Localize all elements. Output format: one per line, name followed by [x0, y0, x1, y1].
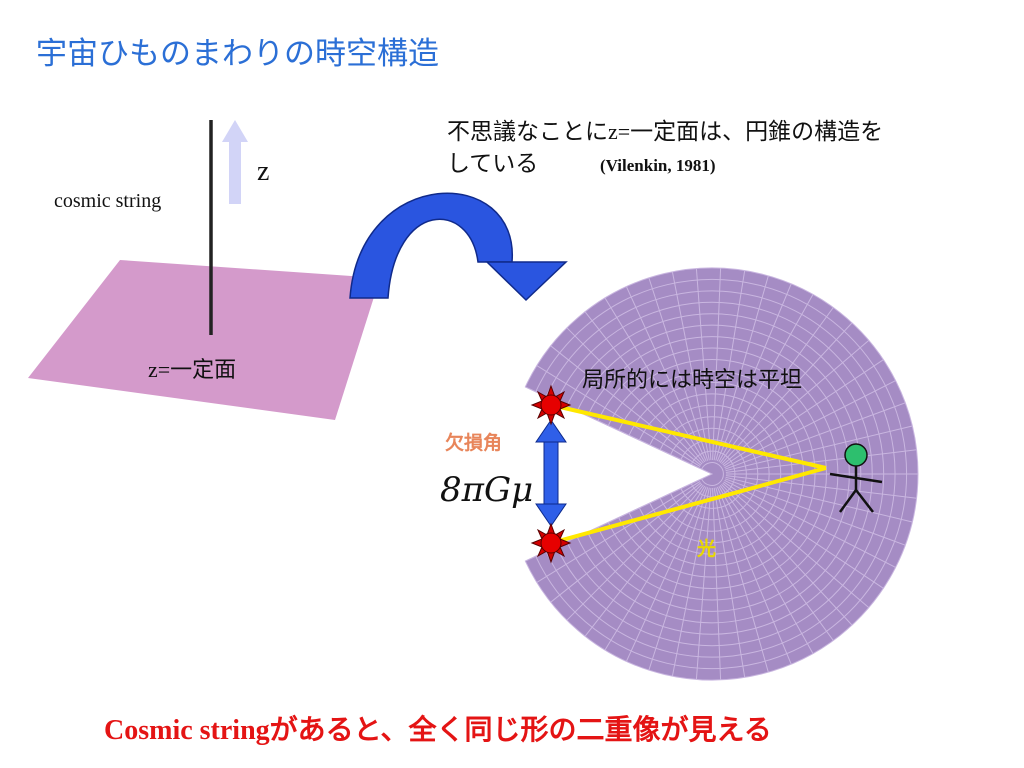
cone-grid-spoke [695, 268, 712, 461]
cone-grid-spoke [648, 487, 709, 671]
cone-grid-spoke [723, 359, 884, 467]
cone-grid-spoke [671, 271, 710, 461]
cone-grid-spoke [715, 275, 769, 461]
cone-grid-spoke [719, 485, 834, 641]
cone-grid-spoke [724, 479, 896, 568]
cosmic-string-label: cosmic string [54, 190, 162, 212]
cone-grid-spoke [724, 402, 906, 470]
cone-grid-spoke [715, 487, 769, 673]
bottom-caption: Cosmic stringがあると、全く同じ形の二重像が見える [104, 708, 772, 748]
light-ray-top [550, 403, 827, 470]
cone-grid-spoke [725, 475, 917, 499]
cone-grid-spoke [713, 270, 746, 461]
note-var: z= [608, 119, 631, 144]
plane-label: z=一定面 [148, 352, 236, 384]
cone-grid-spoke [722, 482, 870, 608]
cone-grid-spoke [648, 277, 709, 461]
cone-grid-spoke [725, 449, 917, 473]
cone-grid-spoke [566, 327, 703, 465]
z-axis-label: z [257, 156, 270, 187]
z-axis-arrow-icon [222, 120, 248, 204]
cone-grid-spoke [721, 483, 853, 626]
note-line-2: している [447, 151, 539, 177]
caption-jp: があると、全く同じ形の二重像が見える [269, 713, 772, 746]
curved-arrow-icon [349, 192, 568, 302]
slide-title: 宇宙ひものまわりの時空構造 [36, 36, 439, 72]
cone-grid-spoke [725, 476, 913, 523]
cone-grid-spoke [718, 485, 814, 654]
cone-grid-ring [701, 462, 724, 486]
cone-grid-spoke [716, 283, 792, 462]
locally-flat-label: 局所的には時空は平坦 [582, 368, 803, 393]
note-pre: 不思議なことに [447, 119, 608, 145]
cone-grid-spoke [671, 487, 710, 677]
deficit-angle-label: 欠損角 [445, 432, 503, 454]
z-constant-plane [28, 260, 380, 420]
cone-grid-spoke [725, 425, 913, 472]
cone-grid-spoke [584, 484, 704, 637]
plane-label-var: z= [148, 357, 171, 382]
cone-grid-spoke [713, 487, 746, 678]
cone-grid-spoke [719, 307, 834, 463]
cone-grid-spoke [550, 482, 702, 603]
cone-grid-spoke [723, 481, 884, 589]
deficit-angle-formula: 8πGμ [440, 470, 534, 510]
light-label: 光 [697, 538, 717, 560]
caption-latin: Cosmic string [104, 715, 270, 746]
star-icon [530, 522, 572, 564]
cone-grid-spoke [695, 487, 712, 680]
cone-grid-spoke [584, 311, 704, 464]
star-icon [530, 384, 572, 426]
cone-grid-spoke [550, 345, 702, 466]
cone-grid-spoke [712, 268, 722, 461]
cone-grid-spoke [625, 486, 707, 662]
note-post: 一定面は、円錐の構造を [630, 119, 884, 145]
cone-grid-spoke [712, 487, 722, 680]
cone-grid-spoke [625, 286, 707, 462]
cone-grid-spoke [721, 322, 853, 465]
light-ray-bottom [550, 466, 827, 545]
cone-grid-spoke [718, 294, 814, 463]
plane-label-text: 一定面 [170, 358, 237, 383]
double-arrow-icon [535, 419, 567, 527]
note-line-1: 不思議なことにz=一定面は、円錐の構造を [447, 112, 883, 146]
cone-grid-spoke [716, 486, 792, 665]
cone-grid-spoke [722, 340, 870, 466]
cone-surface [524, 267, 919, 681]
cone-grid-spoke [536, 480, 701, 583]
citation: (Vilenkin, 1981) [600, 156, 716, 175]
observer-icon [829, 443, 883, 513]
cone-grid-spoke [604, 485, 706, 651]
cone-grid-spoke [536, 365, 701, 468]
cone-grid-spoke [724, 478, 906, 546]
